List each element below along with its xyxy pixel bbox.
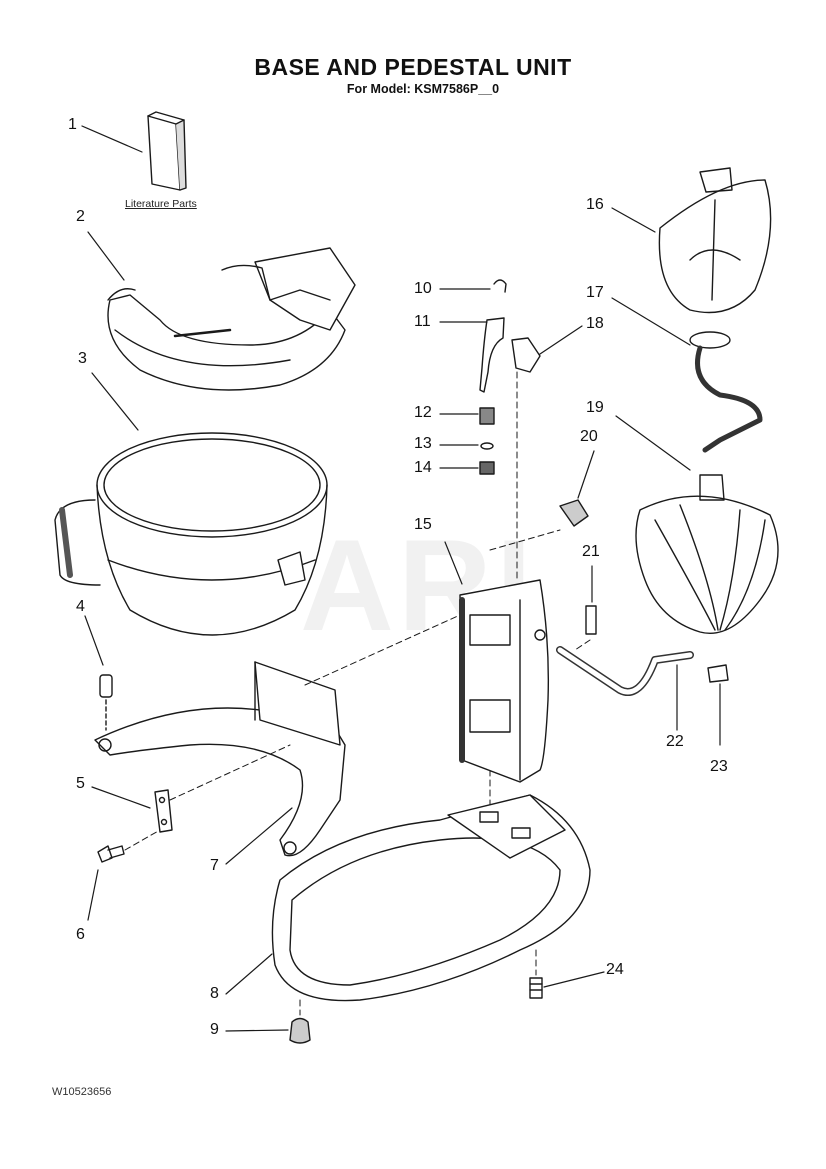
callout-14: 14	[414, 459, 432, 476]
bracket-18	[511, 337, 541, 373]
callout-23: 23	[710, 758, 728, 775]
callout-11: 11	[414, 313, 431, 330]
model-subtitle: For Model: KSM7586P__0	[346, 82, 500, 96]
page-title: BASE AND PEDESTAL UNIT	[254, 54, 572, 80]
knob-20	[559, 499, 589, 527]
spring-12	[479, 407, 495, 425]
literature-booklet	[147, 111, 187, 191]
bowl-support-arm	[94, 661, 346, 857]
callout-19: 19	[586, 399, 604, 416]
mixer-base	[271, 794, 591, 1002]
lever-11	[479, 317, 505, 393]
washer-13	[480, 442, 494, 450]
literature-parts-link[interactable]: Literature Parts	[125, 198, 197, 210]
callout-15: 15	[414, 516, 432, 533]
callout-1: 1	[68, 116, 77, 133]
callout-16: 16	[586, 196, 604, 213]
pedestal	[459, 579, 550, 783]
nut-14	[479, 461, 495, 475]
callout-22: 22	[666, 733, 684, 750]
document-id: W10523656	[52, 1086, 112, 1098]
pouring-shield	[107, 247, 356, 391]
callout-13: 13	[414, 435, 432, 452]
screw-6	[97, 845, 125, 863]
rod-22	[556, 646, 694, 696]
callout-12: 12	[414, 404, 432, 421]
callout-10: 10	[414, 280, 432, 297]
dough-hook	[689, 331, 763, 453]
callout-20: 20	[580, 428, 598, 445]
callout-3: 3	[78, 350, 87, 367]
callout-8: 8	[210, 985, 219, 1002]
cap-23	[707, 664, 729, 683]
screw-24	[529, 977, 543, 999]
mixing-bowl	[54, 432, 328, 636]
rubber-foot	[289, 1017, 311, 1044]
callout-24: 24	[606, 961, 624, 978]
clamp-plate	[154, 789, 173, 833]
flat-beater	[658, 167, 772, 314]
hook-10	[493, 279, 507, 293]
wire-whip	[635, 474, 779, 634]
callout-2: 2	[76, 208, 85, 225]
callout-6: 6	[76, 926, 85, 943]
callout-21: 21	[582, 543, 600, 560]
screw-21	[585, 605, 597, 635]
callout-4: 4	[76, 598, 85, 615]
callout-7: 7	[210, 857, 219, 874]
locating-pin	[99, 674, 113, 731]
callout-5: 5	[76, 775, 85, 792]
callout-18: 18	[586, 315, 604, 332]
callout-17: 17	[586, 284, 604, 301]
callout-9: 9	[210, 1021, 219, 1038]
